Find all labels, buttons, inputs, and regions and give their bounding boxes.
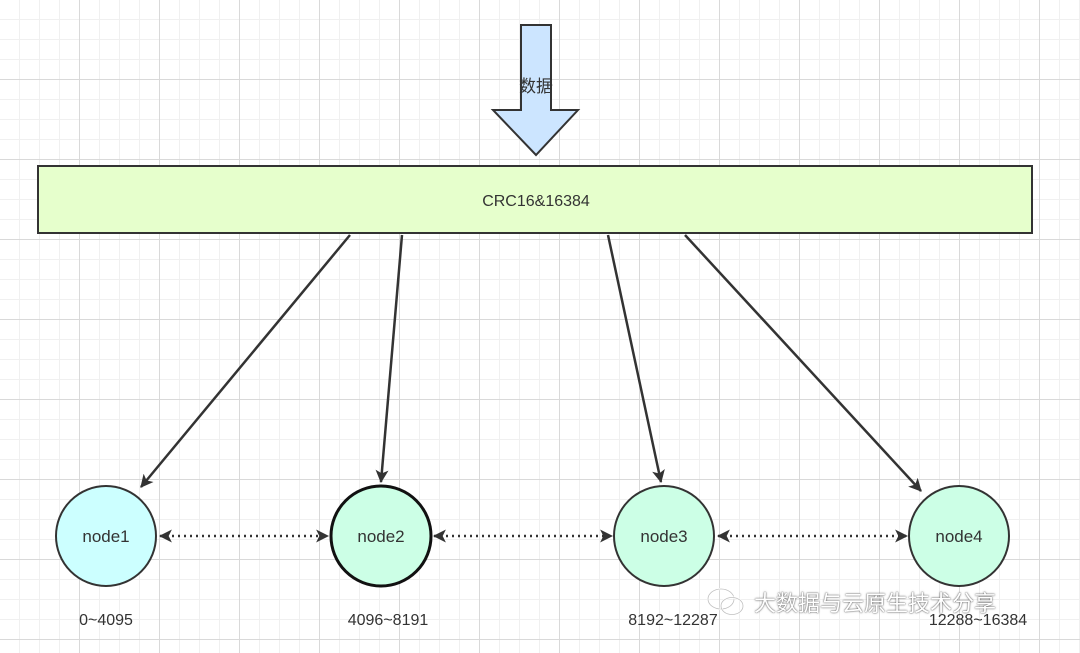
input-arrow-label: 数据 (519, 77, 553, 96)
node4-label: node4 (935, 527, 982, 546)
watermark-text: 大数据与云原生技术分享 (754, 592, 997, 617)
node2-circle (329, 484, 433, 588)
arrow-to-node4 (684, 234, 922, 492)
node3-label: node3 (640, 527, 687, 546)
node3-slot-range: 8192~12287 (628, 612, 718, 629)
arrow-to-node3 (606, 234, 665, 484)
node4-slot-range: 12288~16384 (929, 612, 1027, 629)
hash-box-label: CRC16&16384 (482, 193, 590, 210)
input-arrow (490, 24, 581, 157)
arrow-to-node1 (140, 234, 351, 488)
node1-circle (55, 485, 157, 587)
node4-circle (908, 485, 1010, 587)
node2-label: node2 (357, 527, 404, 546)
watermark: 大数据与云原生技术分享 (706, 586, 996, 618)
node1-label: node1 (82, 527, 129, 546)
wechat-icon (706, 587, 745, 616)
node3-circle (613, 485, 715, 587)
node1-slot-range: 0~4095 (79, 612, 133, 629)
arrow-to-node2 (375, 234, 404, 484)
node2-slot-range: 4096~8191 (348, 612, 429, 629)
hash-box (37, 165, 1033, 234)
